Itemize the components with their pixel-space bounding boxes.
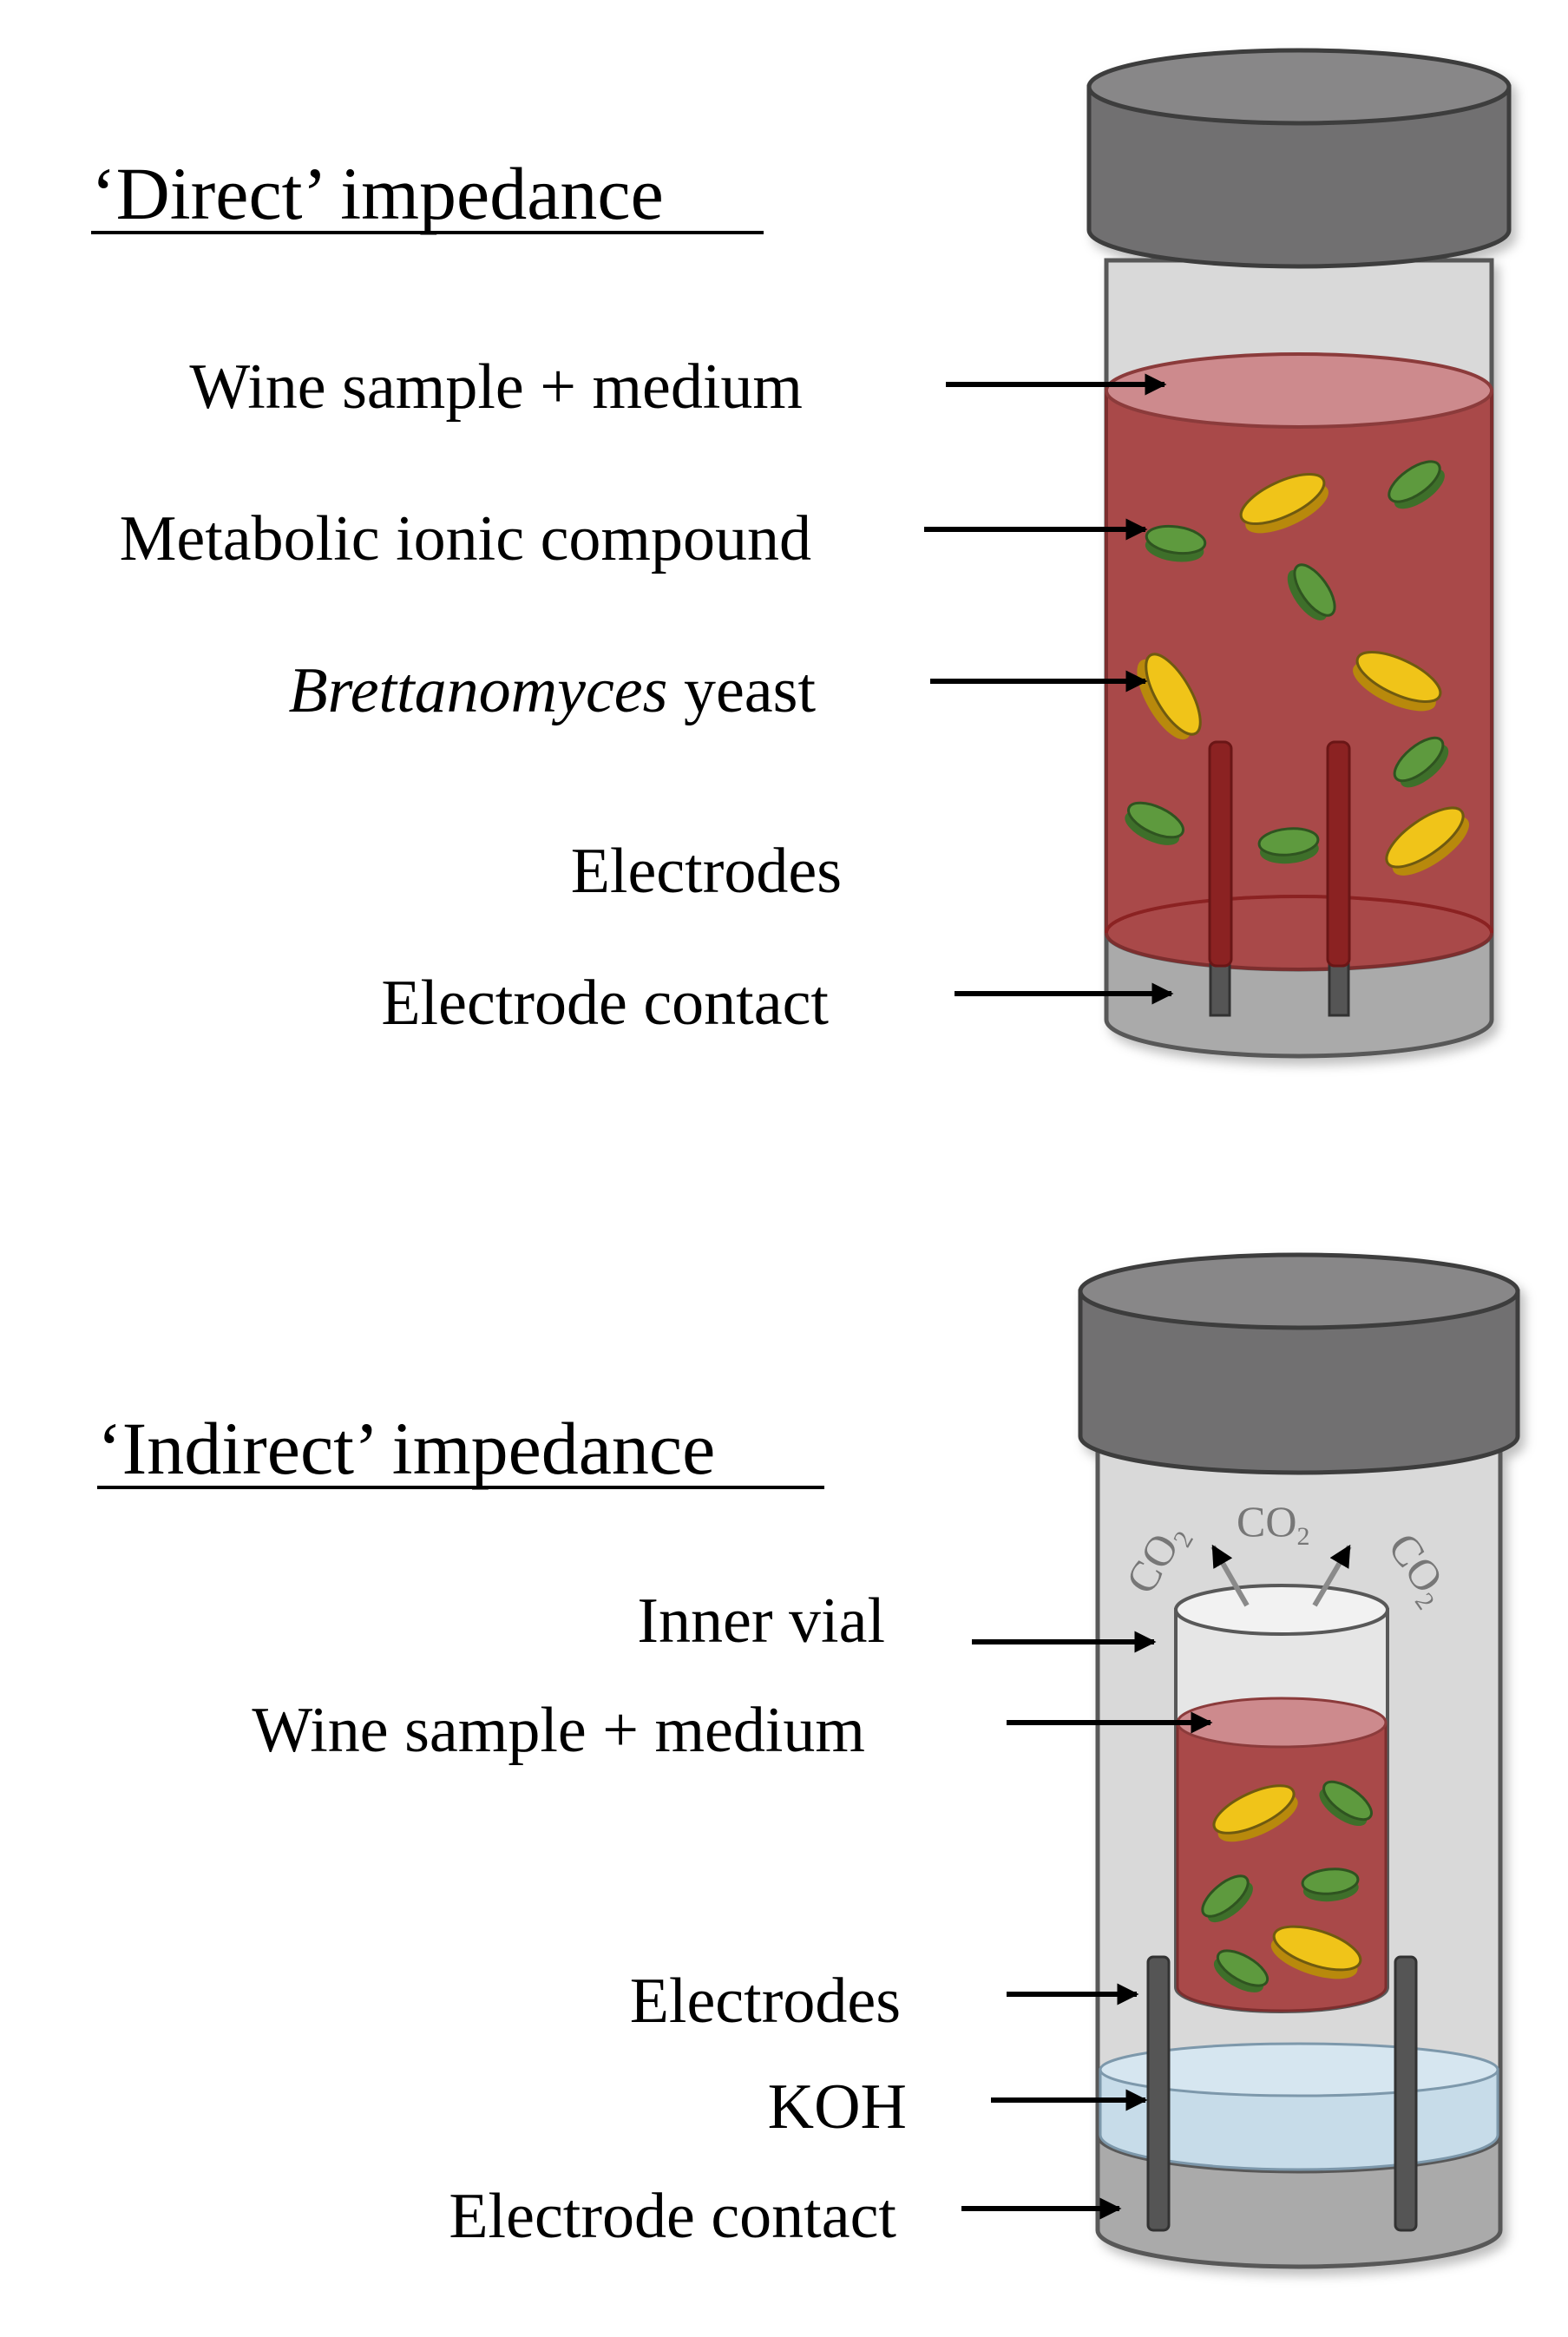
- label-yeast-rest: yeast: [667, 655, 816, 726]
- label-wine-sample: Wine sample + medium: [252, 1695, 865, 1766]
- label-electrode-contact: Electrode contact: [381, 968, 829, 1039]
- direct-panel: ‘Direct’ impedance: [91, 48, 1512, 1059]
- ionic-compound-cell: [1301, 1868, 1360, 1902]
- yeast-cell: [1239, 473, 1329, 534]
- label-electrodes: Electrodes: [571, 836, 842, 907]
- co2-label-center: CO2: [1237, 1497, 1309, 1551]
- label-koh: KOH: [768, 2071, 907, 2143]
- ionic-compound-cell: [1393, 736, 1449, 788]
- ionic-compound-cell: [1125, 801, 1184, 845]
- yeast-cell: [1353, 651, 1442, 712]
- co2-arrow: [1210, 1544, 1250, 1607]
- label-yeast: Brettanomyces yeast: [288, 655, 816, 726]
- ionic-compound-cell: [1319, 1780, 1373, 1827]
- direct-vial: [1086, 48, 1512, 1059]
- label-electrodes: Electrodes: [630, 1966, 901, 2037]
- label-yeast-italic: Brettanomyces: [288, 655, 667, 726]
- direct-title: ‘Direct’ impedance: [91, 152, 664, 235]
- indirect-title: ‘Indirect’ impedance: [97, 1407, 715, 1490]
- indirect-panel: ‘Indirect’ impedance: [97, 1252, 1520, 2269]
- indirect-cells: [1201, 1780, 1373, 1992]
- label-wine-sample: Wine sample + medium: [189, 351, 803, 423]
- ionic-compound-cell: [1388, 460, 1445, 509]
- label-electrode-contact: Electrode contact: [449, 2181, 896, 2252]
- yeast-cell: [1385, 806, 1469, 876]
- yeast-cell: [1270, 1925, 1362, 1979]
- ionic-compound-cell: [1287, 563, 1336, 620]
- yeast-cell: [1212, 1784, 1298, 1842]
- ionic-compound-cell: [1257, 827, 1320, 864]
- ionic-compound-cell: [1213, 1949, 1269, 1992]
- ionic-compound-cell: [1145, 524, 1207, 562]
- co2-arrow: [1312, 1544, 1352, 1607]
- yeast-cell: [1137, 653, 1202, 740]
- label-inner-vial: Inner vial: [637, 1585, 885, 1657]
- ionic-compound-cell: [1201, 1874, 1253, 1923]
- label-metabolic-compound: Metabolic ionic compound: [120, 503, 811, 574]
- indirect-vial: [1078, 1252, 1520, 2269]
- direct-cells: [1125, 460, 1469, 876]
